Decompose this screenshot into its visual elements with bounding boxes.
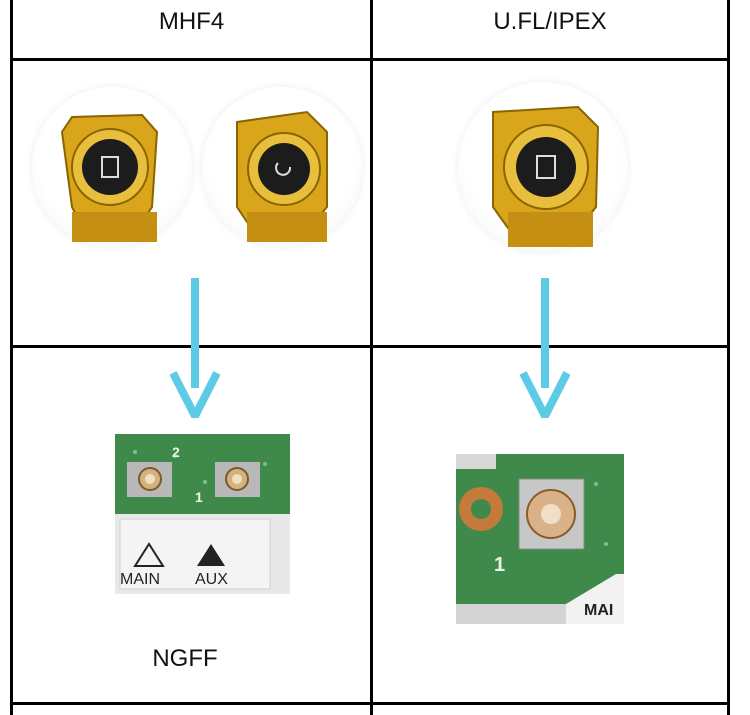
- column-title-mhf4: MHF4: [158, 8, 225, 35]
- border-middle: [370, 0, 373, 715]
- pcb-label-2: 2: [172, 444, 180, 460]
- arrow-down-left-icon: [170, 278, 220, 418]
- ngff-card-photo: 2 1 MAIN AUX: [115, 434, 290, 594]
- mhf4-connector-photo-1: [32, 87, 192, 247]
- border-right: [727, 0, 730, 715]
- arrow-down-right-icon: [520, 278, 570, 418]
- border-left: [10, 0, 13, 715]
- border-bottom: [10, 702, 730, 705]
- pcb-label-right-main: MAI: [584, 602, 614, 619]
- row-divider-middle: [10, 345, 730, 348]
- ngff-label: NGFF: [152, 645, 218, 672]
- pcb-label-main: MAIN: [120, 571, 160, 588]
- ufl-connector-photo: [458, 82, 628, 252]
- mhf4-connector-photo-2: [202, 87, 362, 247]
- ufl-card-photo: 1 MAI: [456, 454, 624, 624]
- pcb-label-1: 1: [195, 489, 203, 505]
- pcb-label-right-1: 1: [494, 554, 506, 576]
- column-title-ufl-ipex: U.FL/IPEX: [493, 8, 607, 35]
- pcb-label-aux: AUX: [195, 571, 228, 588]
- row-divider-top: [10, 58, 730, 61]
